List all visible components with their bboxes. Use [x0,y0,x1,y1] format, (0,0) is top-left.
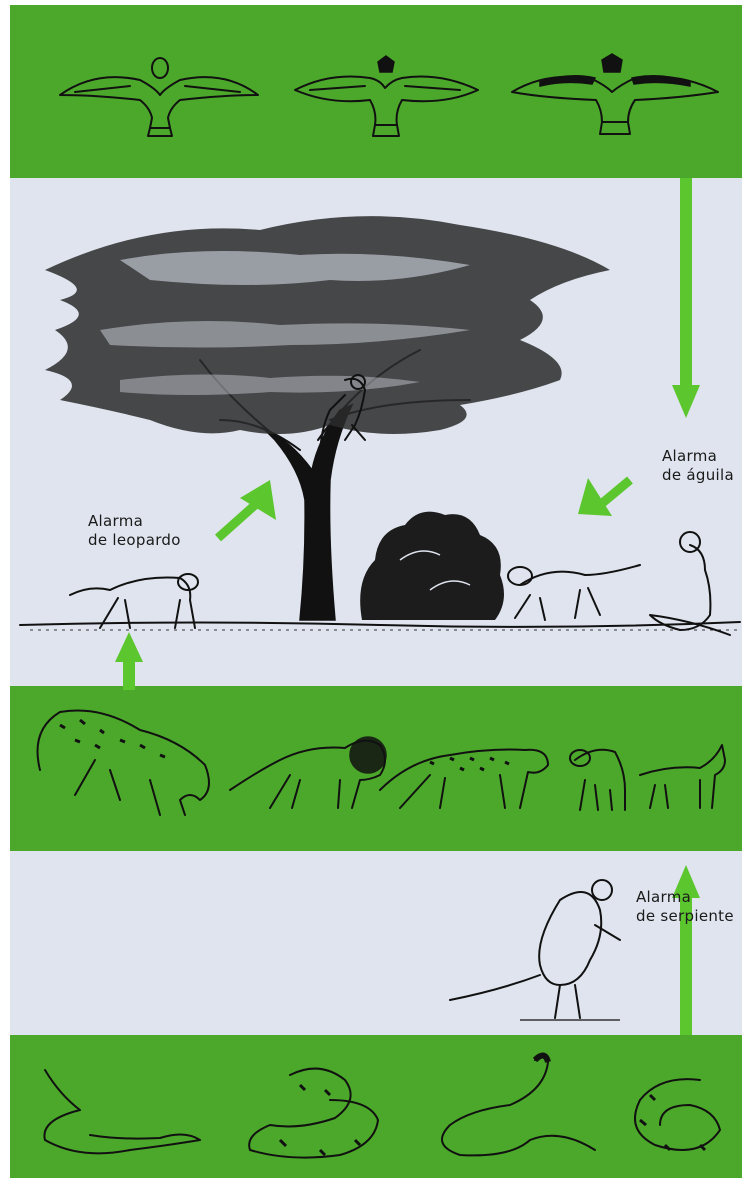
leopard-icon [38,710,210,815]
vervet-monkey-icon [650,532,730,635]
vervet-monkey-icon [508,565,640,620]
hyena-icon [570,750,625,810]
eagle-icon [295,56,478,136]
vervet-monkey-icon [450,880,620,1020]
eagle-icon [60,58,258,136]
snake-icon [249,1069,378,1158]
snake-icon [44,1070,200,1153]
eagle-arrow [672,178,700,418]
snake-icon [442,1055,595,1155]
leopard-arrow [115,632,143,690]
jackal-icon [640,745,725,808]
snake-alarm-label: Alarma de serpiente [636,888,734,926]
leopard-alarm-label: Alarma de leopardo [88,512,181,550]
vervet-monkey-icon [70,574,198,628]
cheetah-icon [380,750,548,808]
eagle-icon [512,54,718,134]
lion-icon [230,737,386,808]
eagle-alarm-arrow [578,478,630,516]
bush-icon [360,512,504,620]
eagle-alarm-label: Alarma de águila [662,447,734,485]
leopard-alarm-arrow [218,480,276,538]
snake-icon [635,1079,720,1150]
ground-line [20,622,740,627]
